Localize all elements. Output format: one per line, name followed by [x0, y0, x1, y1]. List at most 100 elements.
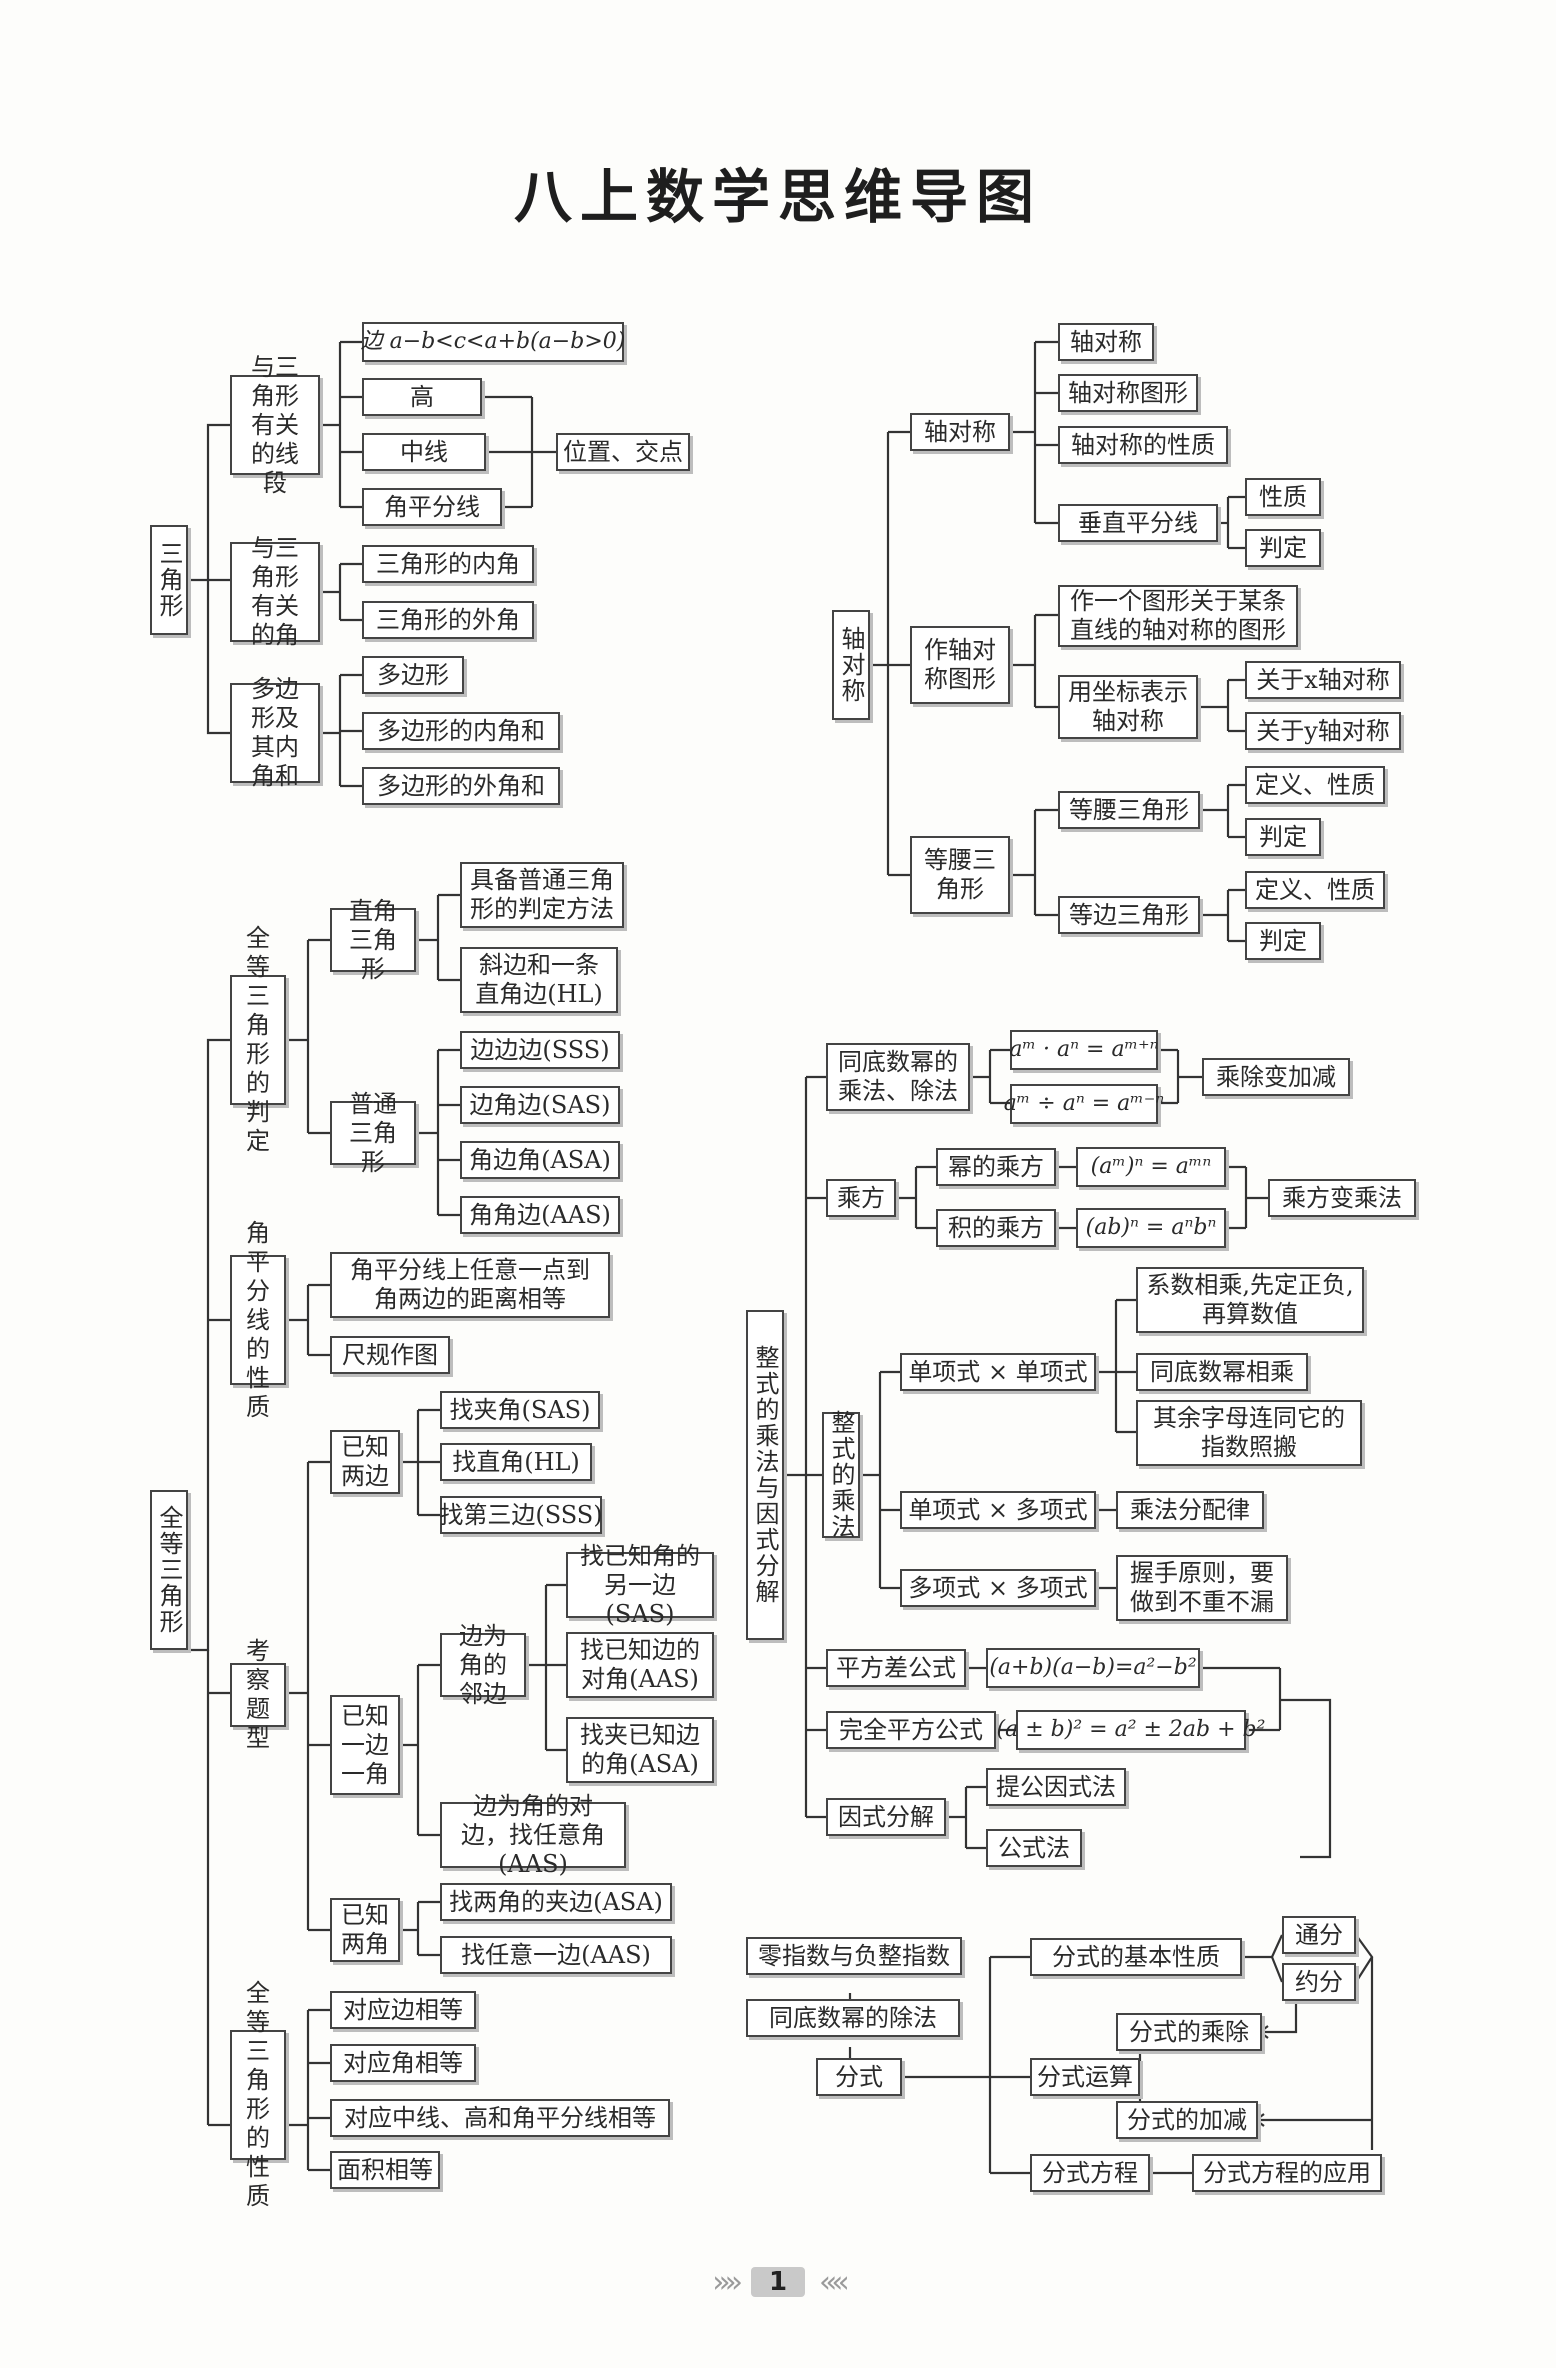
node-fraction-basic-property: 分式的基本性质 [1030, 1938, 1242, 1976]
node-hl: 斜边和一条直角边(HL) [460, 947, 618, 1013]
node-difference-of-squares: 平方差公式 [826, 1649, 966, 1687]
node-same-base-division: 同底数幂的除法 [746, 1999, 960, 2037]
node-find-other-side: 找已知角的另一边(SAS) [566, 1542, 714, 1628]
page-title: 八上数学思维导图 [513, 163, 1042, 231]
node-formula-method: 公式法 [986, 1829, 1082, 1867]
node-find-right-angle: 找直角(HL) [440, 1443, 592, 1481]
node-axial-symmetry-branch: 轴对称 [910, 413, 1010, 451]
node-congruence-properties: 全等三角形的性质 [230, 1979, 286, 2210]
node-zero-negative-exponent: 零指数与负整指数 [746, 1937, 962, 1975]
node-polygon-group: 多边形及其内角和 [230, 675, 320, 790]
node-two-sides-known: 已知两边 [330, 1430, 400, 1494]
node-axial-symmetry-leaf: 轴对称 [1058, 323, 1154, 361]
node-handshake-principle: 握手原则，要做到不重不漏 [1116, 1555, 1288, 1621]
node-distributive-law: 乘法分配律 [1116, 1491, 1264, 1529]
node-power-of-product: 积的乘方 [936, 1209, 1056, 1247]
node-pb-property: 性质 [1245, 478, 1321, 516]
node-polynomial-factorization: 整式的乘法与因式分解 [746, 1310, 784, 1640]
node-two-angles-known: 已知两角 [330, 1898, 400, 1962]
node-find-adjacent-angle: 找夹已知边的角(ASA) [566, 1717, 714, 1783]
node-asa: 角边角(ASA) [460, 1141, 620, 1179]
node-interior-angle: 三角形的内角 [362, 545, 534, 583]
node-bisector-distance: 角平分线上任意一点到角两边的距离相等 [330, 1252, 610, 1318]
node-isosceles-triangle: 等腰三角形 [1058, 791, 1200, 829]
node-exponentiation: 乘方 [826, 1179, 896, 1217]
node-triangle-segments: 与三角形有关的线段 [230, 353, 320, 497]
node-pb-judgement: 判定 [1245, 529, 1321, 567]
node-congruence-criteria: 全等三角形的判定 [230, 924, 286, 1155]
node-fraction-operations: 分式运算 [1030, 2058, 1140, 2096]
node-other-letters: 其余字母连同它的指数照搬 [1136, 1400, 1362, 1466]
node-isosceles-group: 等腰三角形 [910, 836, 1010, 914]
node-y-axis-symmetry: 关于y轴对称 [1245, 712, 1401, 750]
node-common-factor: 提公因式法 [986, 1768, 1126, 1806]
node-coefficient-multiply: 系数相乘,先定正负,再算数值 [1136, 1267, 1364, 1333]
node-mul-div-to-add-sub: 乘除变加减 [1202, 1058, 1350, 1096]
double-chevron-right-icon: »» [712, 2264, 743, 2300]
node-right-triangle: 直角三角形 [330, 897, 416, 983]
node-construct-symmetric: 作轴对称图形 [910, 626, 1010, 704]
node-fraction-add-sub: 分式的加减 [1116, 2101, 1258, 2139]
node-same-base-multiply: 同底数幂相乘 [1136, 1353, 1308, 1391]
node-monomial-times-polynomial: 单项式 × 多项式 [900, 1491, 1096, 1529]
node-perfect-square-rule: (a ± b)² = a² ± 2ab + b² [997, 1710, 1265, 1750]
node-corresponding-sides: 对应边相等 [330, 1991, 476, 2029]
node-aas: 角角边(AAS) [460, 1196, 620, 1234]
node-sss: 边边边(SSS) [460, 1031, 620, 1069]
node-construct-reflection: 作一个图形关于某条直线的轴对称的图形 [1058, 585, 1298, 647]
node-axisymmetric-figure: 轴对称图形 [1058, 374, 1198, 412]
node-median: 中线 [362, 433, 486, 471]
node-power-of-power-rule: (aᵐ)ⁿ = aᵐⁿ [1076, 1147, 1226, 1187]
node-question-types: 考察题型 [230, 1637, 286, 1752]
node-triangle-angles: 与三角形有关的角 [230, 534, 320, 649]
node-find-included-side: 找两角的夹边(ASA) [440, 1883, 672, 1921]
node-equal-area: 面积相等 [330, 2151, 440, 2189]
node-congruent-triangles: 全等三角形 [150, 1490, 188, 1650]
node-find-opposite-angle: 找已知边的对角(AAS) [566, 1632, 714, 1698]
node-adjacent-side: 边为角的邻边 [440, 1622, 526, 1708]
node-side-inequality: 边 a−b<c<a+b(a−b>0) [361, 322, 625, 362]
node-corresponding-angles: 对应角相等 [330, 2044, 476, 2082]
node-power-multiply-rule: aᵐ · aⁿ = aᵐ⁺ⁿ [1009, 1030, 1159, 1070]
node-isosceles-definition: 定义、性质 [1245, 766, 1385, 804]
node-triangle: 三角形 [150, 525, 188, 635]
node-altitude: 高 [362, 378, 482, 416]
node-power-of-product-rule: (ab)ⁿ = aⁿbⁿ [1076, 1208, 1226, 1248]
node-same-base-powers: 同底数幂的乘法、除法 [826, 1043, 970, 1111]
node-general-criteria: 具备普通三角形的判定方法 [460, 862, 624, 928]
node-polynomial-multiplication: 整式的乘法 [822, 1410, 860, 1540]
node-coordinate-symmetry: 用坐标表示轴对称 [1058, 675, 1198, 739]
node-equilateral-triangle: 等边三角形 [1058, 896, 1200, 934]
node-reduce-fraction: 约分 [1282, 1963, 1356, 2001]
node-find-included-angle: 找夹角(SAS) [440, 1391, 600, 1429]
node-find-third-side: 找第三边(SSS) [439, 1496, 603, 1534]
node-polygon-interior-sum: 多边形的内角和 [362, 712, 560, 750]
node-bisector-property: 角平分线的性质 [230, 1219, 286, 1421]
node-ruler-compass: 尺规作图 [330, 1336, 450, 1374]
node-monomial-times-monomial: 单项式 × 单项式 [900, 1353, 1096, 1391]
node-side-angle-known: 已知一边一角 [330, 1695, 400, 1795]
node-position-intersection: 位置、交点 [556, 433, 690, 471]
node-polygon: 多边形 [362, 656, 464, 694]
node-find-any-side: 找任意一边(AAS) [440, 1936, 672, 1974]
node-fraction-equation-application: 分式方程的应用 [1192, 2154, 1382, 2192]
node-exterior-angle: 三角形的外角 [362, 601, 534, 639]
node-power-to-multiply: 乘方变乘法 [1268, 1179, 1416, 1217]
node-general-triangle: 普通三角形 [330, 1090, 416, 1176]
node-equilateral-definition: 定义、性质 [1245, 871, 1385, 909]
node-equilateral-judgement: 判定 [1245, 922, 1321, 960]
double-chevron-left-icon: «« [819, 2264, 850, 2300]
node-fraction-mul-div: 分式的乘除 [1116, 2013, 1262, 2051]
node-polygon-exterior-sum: 多边形的外角和 [362, 767, 560, 805]
node-factorization: 因式分解 [826, 1798, 946, 1836]
node-perpendicular-bisector: 垂直平分线 [1058, 504, 1218, 542]
page-number: 1 [750, 2267, 806, 2297]
node-angle-bisector: 角平分线 [362, 488, 502, 526]
node-opposite-side: 边为角的对边，找任意角(AAS) [440, 1792, 626, 1878]
node-perfect-square: 完全平方公式 [826, 1711, 996, 1749]
node-isosceles-judgement: 判定 [1245, 818, 1321, 856]
node-x-axis-symmetry: 关于x轴对称 [1245, 661, 1401, 699]
node-common-denominator: 通分 [1282, 1916, 1356, 1954]
